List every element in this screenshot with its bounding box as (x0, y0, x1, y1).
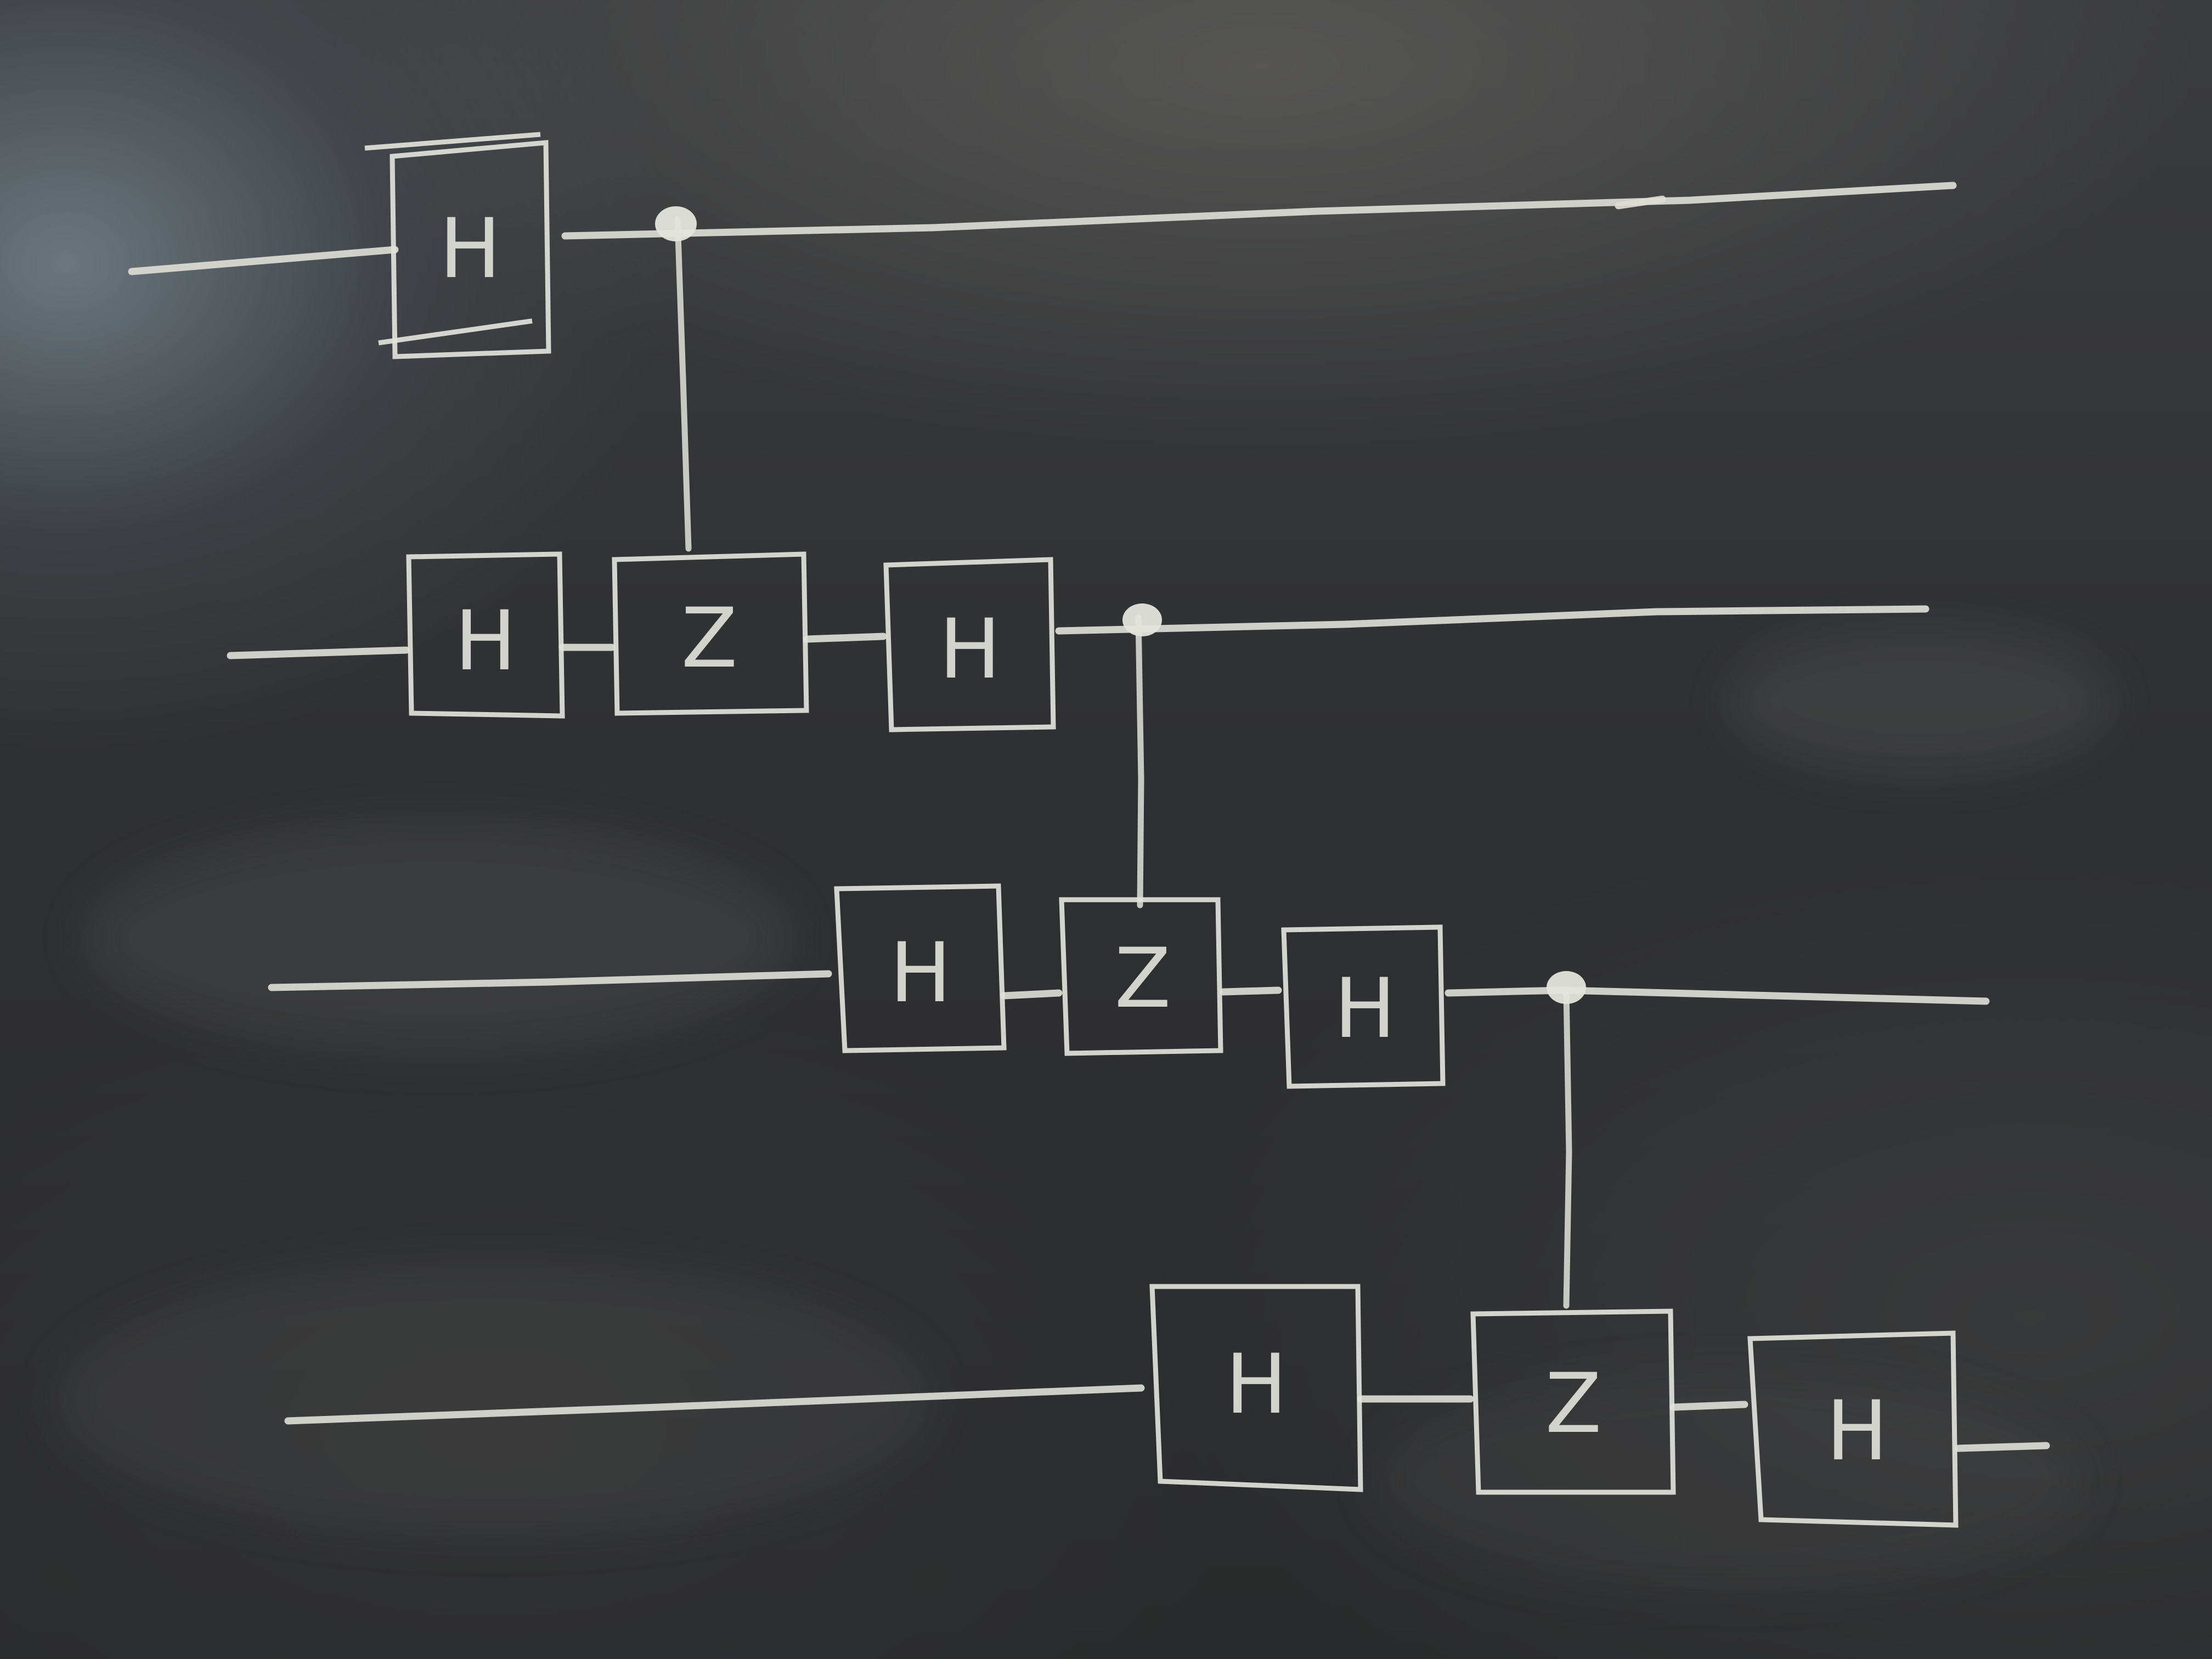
gate-label: H (439, 201, 501, 297)
gate-label: Z (681, 591, 738, 686)
gate-h: H (834, 883, 1007, 1053)
gate-label: Z (1115, 931, 1171, 1026)
gate-label: H (939, 602, 1001, 697)
gate-h: H (406, 551, 565, 719)
gate-h: H (1281, 924, 1446, 1089)
qubit-wire-0 (128, 182, 1957, 275)
gate-label: H (455, 594, 517, 689)
gate-label: H (1826, 1384, 1888, 1479)
gate-h: H (364, 132, 551, 359)
gate-label: H (1334, 961, 1396, 1057)
qubit-wire-1 (227, 605, 1929, 659)
gate-h: H (1747, 1330, 1959, 1528)
control-dot-2 (1547, 971, 1586, 1004)
gate-h: H (883, 557, 1056, 732)
gate-label: Z (1545, 1356, 1602, 1452)
control-line-0 (674, 216, 692, 552)
control-line-2 (1563, 987, 1572, 1309)
control-line-1 (1135, 614, 1144, 909)
control-dot-1 (1122, 603, 1162, 636)
gate-h: H (1149, 1284, 1363, 1492)
qubit-wire-3 (284, 1384, 2050, 1452)
control-dot-0 (655, 206, 697, 241)
gate-z: Z (612, 551, 809, 716)
gate-z: Z (1470, 1308, 1676, 1495)
gate-label: H (1226, 1337, 1288, 1432)
gate-label: H (890, 926, 952, 1021)
gate-z: Z (1059, 897, 1223, 1056)
